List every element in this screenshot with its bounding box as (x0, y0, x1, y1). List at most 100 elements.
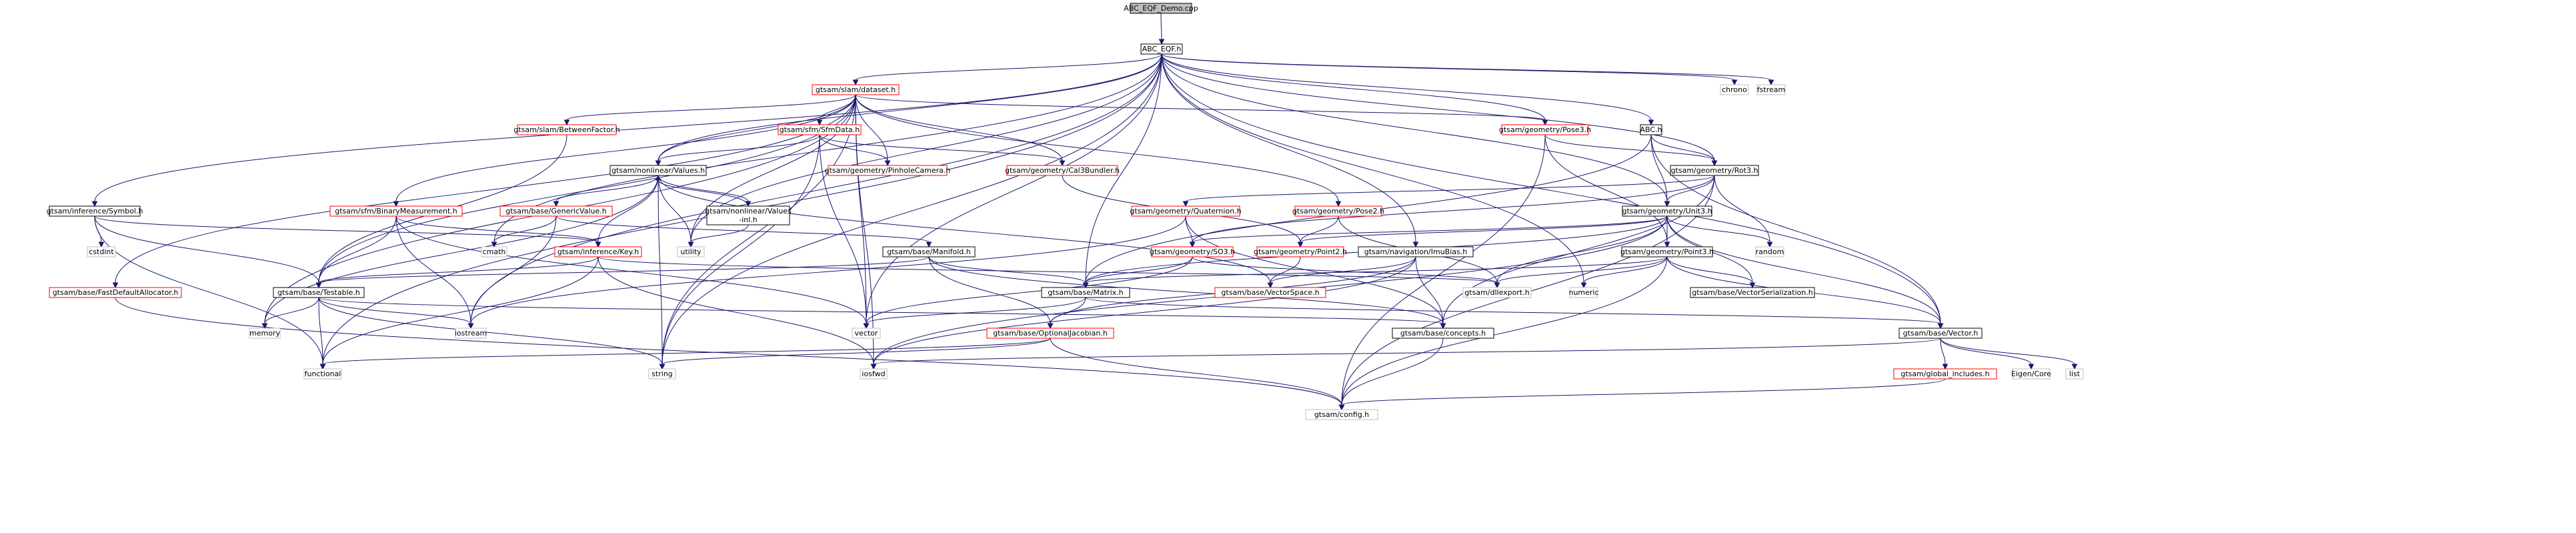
node-genericvalue[interactable]: gtsam/base/GenericValue.h (499, 205, 613, 217)
edge-testable-to-iostream (318, 297, 474, 330)
node-box (329, 205, 463, 217)
node-box (677, 246, 705, 257)
edge-genericvalue-to-iostream (467, 215, 557, 330)
edge-point3-to-matrix (1082, 256, 1668, 289)
node-so3[interactable]: gtsam/geometry/SO3.h (1150, 246, 1235, 257)
node-box (1305, 409, 1378, 420)
node-basevector[interactable]: gtsam/base/Vector.h (1898, 328, 1983, 339)
node-values-inl-1[interactable]: gtsam/nonlinear/Values-inl.h (705, 205, 792, 225)
node-box (706, 205, 790, 225)
edge-basevector-to-globalincl (1940, 338, 1949, 370)
node-label: gtsam/base/Manifold.h (887, 247, 971, 256)
node-box (455, 328, 487, 339)
node-label: gtsam/base/concepts.h (1400, 329, 1486, 338)
node-values[interactable]: gtsam/nonlinear/Values.h (609, 165, 707, 176)
node-optjac[interactable]: gtsam/base/OptionalJacobian.h (986, 328, 1114, 339)
node-testable[interactable]: gtsam/base/Testable.h (273, 287, 365, 298)
edge-point3-to-numeric (1580, 256, 1668, 289)
node-label: iosfwd (862, 370, 885, 378)
node-box (828, 165, 948, 176)
edge-abc_eqf-to-fstream (1161, 53, 1774, 86)
edge-abc-to-basevector (1650, 134, 1944, 330)
node-concepts[interactable]: gtsam/base/concepts.h (1392, 328, 1494, 339)
node-matrix[interactable]: gtsam/base/Matrix.h (1041, 287, 1130, 298)
node-rot3[interactable]: gtsam/geometry/Rot3.h (1670, 165, 1759, 176)
node-label: gtsam/base/VectorSerialization.h (1692, 288, 1812, 297)
node-label: gtsam/inference/Key.h (557, 247, 639, 256)
node-box (1214, 287, 1326, 298)
node-vecserial[interactable]: gtsam/base/VectorSerialization.h (1690, 287, 1815, 298)
edge-sfmdata-to-values (655, 134, 820, 167)
node-box (1569, 287, 1598, 298)
edge-matrix-to-vector (863, 297, 1086, 330)
node-box (49, 205, 141, 217)
edge-dataset-to-pose3 (855, 94, 1548, 126)
node-unit3[interactable]: gtsam/geometry/Unit3.h (1622, 205, 1712, 217)
node-key[interactable]: gtsam/inference/Key.h (554, 246, 642, 257)
node-abc[interactable]: ABC.h (1640, 124, 1662, 135)
node-box (1392, 328, 1494, 339)
node-binarymeas[interactable]: gtsam/sfm/BinaryMeasurement.h (329, 205, 463, 217)
node-symbol[interactable]: gtsam/inference/Symbol.h (47, 205, 143, 217)
node-chrono: chrono (1720, 84, 1749, 95)
edge-values_inl_1-to-values (655, 174, 749, 207)
node-eigencore: Eigen/Core (2011, 368, 2051, 380)
edge-manifold-to-testable (315, 256, 930, 289)
edge-key-to-functional (319, 256, 599, 370)
edge-symbol-to-key (94, 215, 601, 248)
node-point3[interactable]: gtsam/geometry/Point3.h (1620, 246, 1714, 257)
node-box (1893, 368, 1997, 380)
node-label: string (652, 370, 673, 378)
node-box (2012, 368, 2051, 380)
edge-abc_eqf-to-basevector (1161, 53, 1944, 330)
node-label: gtsam/global_includes.h (1900, 370, 1989, 378)
edge-testable-to-concepts (318, 297, 1446, 330)
edge-testable-to-string (318, 297, 666, 370)
node-pinhole[interactable]: gtsam/geometry/PinholeCamera.h (825, 165, 951, 176)
node-label: gtsam/slam/dataset.h (816, 85, 896, 94)
node-box (1755, 246, 1784, 257)
node-label: ABC_EQF.h (1142, 45, 1182, 53)
node-label: utility (680, 247, 702, 256)
node-globalincl[interactable]: gtsam/global_includes.h (1893, 368, 1997, 380)
node-box (2065, 368, 2084, 380)
node-label: cmath (483, 247, 506, 256)
edge-dataset-to-testable (315, 94, 856, 289)
node-label: gtsam/sfm/BinaryMeasurement.h (335, 207, 457, 215)
node-abc-eqf[interactable]: ABC_EQF.h (1140, 43, 1183, 55)
edge-dataset-to-fastalloc (112, 94, 856, 289)
node-string: string (648, 368, 676, 380)
node-betweenfactor[interactable]: gtsam/slam/BetweenFactor.h (513, 124, 620, 135)
node-sfmdata[interactable]: gtsam/sfm/SfmData.h (778, 124, 862, 135)
node-label: gtsam/base/GenericValue.h (505, 207, 606, 215)
edge-dataset-to-binarymeas (393, 94, 856, 207)
node-root[interactable]: ABC_EQF_Demo.cpp (1124, 3, 1198, 14)
node-vectorspace[interactable]: gtsam/base/VectorSpace.h (1214, 287, 1326, 298)
node-label: gtsam/sfm/SfmData.h (780, 125, 860, 134)
edge-manifold-to-concepts (928, 256, 1446, 330)
node-box (499, 205, 613, 217)
node-label-line2: -inl.h (739, 215, 758, 224)
node-dataset[interactable]: gtsam/slam/dataset.h (812, 84, 900, 95)
node-box (49, 287, 182, 298)
node-quaternion[interactable]: gtsam/geometry/Quaternion.h (1130, 205, 1242, 217)
node-label: gtsam/geometry/Rot3.h (1671, 166, 1758, 175)
node-box (1621, 246, 1713, 257)
edge-genericvalue-to-cmath (491, 215, 557, 248)
node-point2[interactable]: gtsam/geometry/Point2.h (1254, 246, 1347, 257)
node-imubias[interactable]: gtsam/navigation/ImuBias.h (1358, 246, 1474, 257)
node-pose2[interactable]: gtsam/geometry/Pose2.h (1292, 205, 1384, 217)
node-iosfwd: iosfwd (860, 368, 888, 380)
node-manifold[interactable]: gtsam/base/Manifold.h (882, 246, 976, 257)
node-label: ABC_EQF_Demo.cpp (1124, 4, 1198, 13)
node-pose3[interactable]: gtsam/geometry/Pose3.h (1499, 124, 1591, 135)
edge-imubias-to-vectorspace (1267, 256, 1416, 289)
node-box (1131, 205, 1240, 217)
node-cal3bundler[interactable]: gtsam/geometry/Cal3Bundler.h (1005, 165, 1120, 176)
node-box (852, 328, 881, 339)
edge-values-to-utility (658, 175, 694, 248)
edge-genericvalue-to-manifold (555, 215, 932, 248)
node-fastalloc[interactable]: gtsam/base/FastDefaultAllocator.h (49, 287, 182, 298)
node-label: gtsam/base/Testable.h (277, 288, 360, 297)
edge-abc_eqf-to-dataset (852, 53, 1162, 86)
